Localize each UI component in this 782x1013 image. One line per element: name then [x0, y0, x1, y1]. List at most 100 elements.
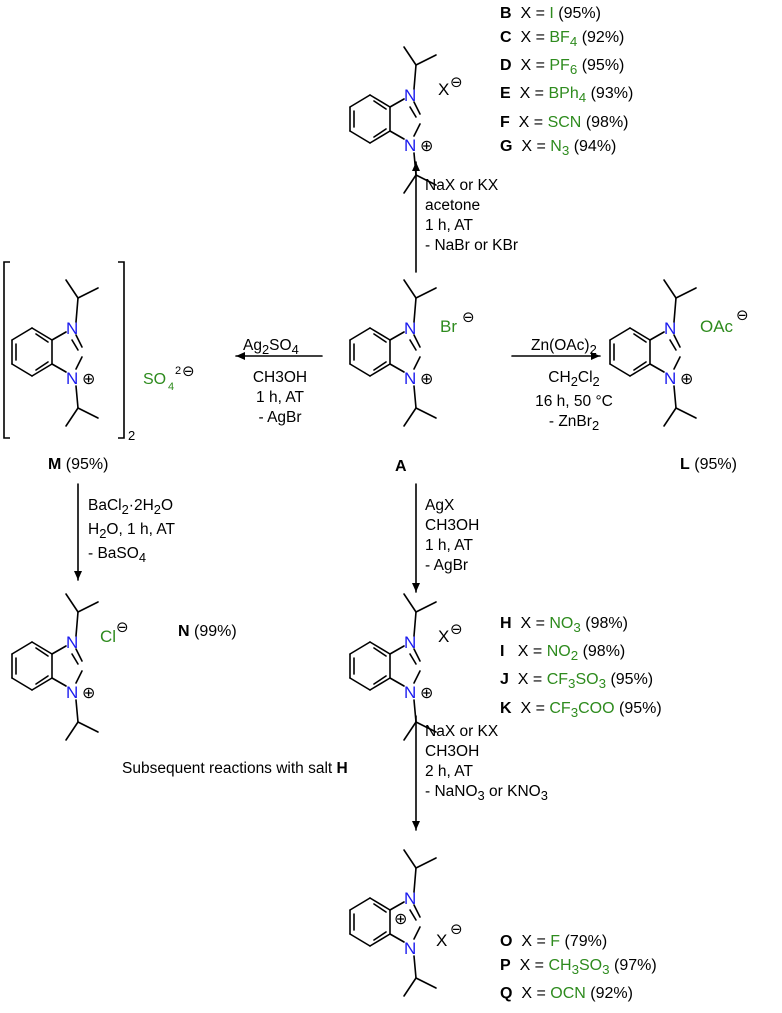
benzene-bond [369, 94, 391, 108]
ring-bond [413, 926, 421, 940]
nitrogen-atom: N [66, 369, 78, 388]
isopropyl-bond [415, 287, 437, 299]
ring-bond [409, 339, 417, 351]
benzene-bond [349, 94, 371, 108]
benzene-bond [349, 677, 371, 691]
nitrogen-atom: N [404, 136, 416, 155]
product-entry: K X = CF3COO (95%) [500, 699, 662, 720]
benzene-bond [369, 130, 391, 144]
product-entry: Q X = OCN (92%) [500, 985, 633, 1003]
benzene-bond [11, 363, 33, 377]
product-entry: F X = SCN (98%) [500, 113, 629, 131]
isopropyl-bond [663, 407, 677, 427]
isopropyl-bond [415, 407, 437, 419]
isopropyl-bond [413, 955, 417, 979]
product-entry: P X = CH3SO3 (97%) [500, 957, 657, 978]
benzene-bond [349, 933, 371, 947]
ring-bond [51, 363, 67, 373]
arrow-a-to-top [412, 161, 420, 273]
minus-charge: ⊖ [462, 309, 475, 326]
arrow-head [412, 821, 420, 830]
ring-bond [389, 331, 405, 341]
benzene-bond [369, 897, 391, 911]
isopropyl-bond [663, 279, 677, 299]
arrow-head [236, 352, 245, 360]
isopropyl-bond [403, 977, 417, 997]
isopropyl-bond [77, 407, 99, 419]
ring-bond [413, 670, 421, 684]
benzene-bond [629, 363, 651, 377]
ring-bond [413, 101, 421, 115]
ring-bond [389, 901, 405, 911]
ring-bond [413, 123, 421, 137]
nitrogen-atom: N [66, 633, 78, 652]
reagent-to-m: Ag2SO4 [243, 337, 299, 358]
nitrogen-atom: N [404, 889, 416, 908]
condition-line: - BaSO4 [88, 545, 147, 566]
benzene-bond [609, 327, 631, 341]
isopropyl-bond [75, 699, 79, 723]
counter-anion: Br [440, 317, 457, 336]
product-entry: D X = PF6 (95%) [500, 57, 625, 78]
minus-charge: ⊖ [450, 621, 463, 638]
sulfate-subscript: 4 [168, 381, 174, 393]
nitrogen-atom: N [404, 939, 416, 958]
benzimidazolium-molecule: NN⊕ [11, 279, 99, 427]
ring-bond [389, 363, 405, 373]
sulfate-superscript: 2 [175, 365, 181, 377]
double-bond [373, 903, 387, 913]
isopropyl-bond [77, 601, 99, 613]
benzene-bond [369, 933, 391, 947]
ring-bond [51, 677, 67, 687]
conditions-to-l: CH2Cl2 16 h, 50 °C - ZnBr2 [514, 368, 634, 436]
double-bond [633, 333, 647, 343]
benzimidazolium-molecule: NN⊕OAc⊖ [609, 279, 749, 427]
reaction-arrows [74, 161, 601, 831]
condition-line: NaX or KX [425, 177, 499, 194]
condition-line: CH2Cl2 [548, 369, 600, 390]
isopropyl-bond [403, 721, 417, 741]
isopropyl-bond [673, 297, 677, 323]
isopropyl-bond [75, 385, 79, 409]
ring-bond [389, 645, 405, 655]
product-entry: B X = I (95%) [500, 5, 601, 22]
plus-charge: ⊕ [420, 685, 433, 702]
condition-line: 1 h, AT [425, 537, 473, 554]
bracket-subscript: 2 [128, 428, 135, 443]
arrow-a-to-m [235, 352, 323, 360]
condition-line: CH3OH [425, 517, 480, 534]
compound-label-a: A [395, 458, 407, 475]
conditions-to-m: CH3OH 1 h, AT - AgBr [238, 368, 322, 428]
nitrogen-atom: N [66, 683, 78, 702]
ring-bond [389, 98, 405, 108]
benzene-bond [629, 327, 651, 341]
isopropyl-bond [77, 287, 99, 299]
condition-line: acetone [425, 197, 481, 214]
counter-anion: X [438, 80, 449, 99]
ring-bond [669, 339, 677, 351]
product-entry: C X = BF4 (92%) [500, 29, 625, 50]
condition-line: BaCl2·2H2O [88, 497, 174, 518]
ring-bond [51, 331, 67, 341]
double-bond [373, 128, 387, 138]
isopropyl-bond [415, 601, 437, 613]
isopropyl-bond [403, 174, 417, 194]
benzene-bond [349, 327, 371, 341]
isopropyl-bond [65, 593, 79, 613]
benzimidazolium-molecule: NN⊕X⊖ [349, 593, 463, 741]
ring-bond [413, 904, 421, 918]
conditions-to-h-k: AgX CH3OH 1 h, AT - AgBr [425, 496, 479, 576]
nitrogen-atom: N [664, 369, 676, 388]
conditions-to-top: NaX or KX acetone 1 h, AT - NaBr or KBr [425, 176, 518, 256]
conditions-to-o-q: NaX or KX CH3OH 2 h, AT - NaNO3 or KNO3 [425, 722, 548, 806]
product-list-b-g: B X = I (95%) C X = BF4 (92%) D X = PF6 … [500, 2, 633, 163]
product-list-h-k: H X = NO3 (98%) I X = NO2 (98%) J X = CF… [500, 612, 662, 725]
arrow-a-to-l [511, 352, 601, 360]
plus-charge: ⊕ [680, 371, 693, 388]
plus-charge: ⊕ [82, 371, 95, 388]
double-bond [373, 675, 387, 685]
ring-bond [409, 909, 417, 921]
ring-bond [75, 648, 83, 662]
